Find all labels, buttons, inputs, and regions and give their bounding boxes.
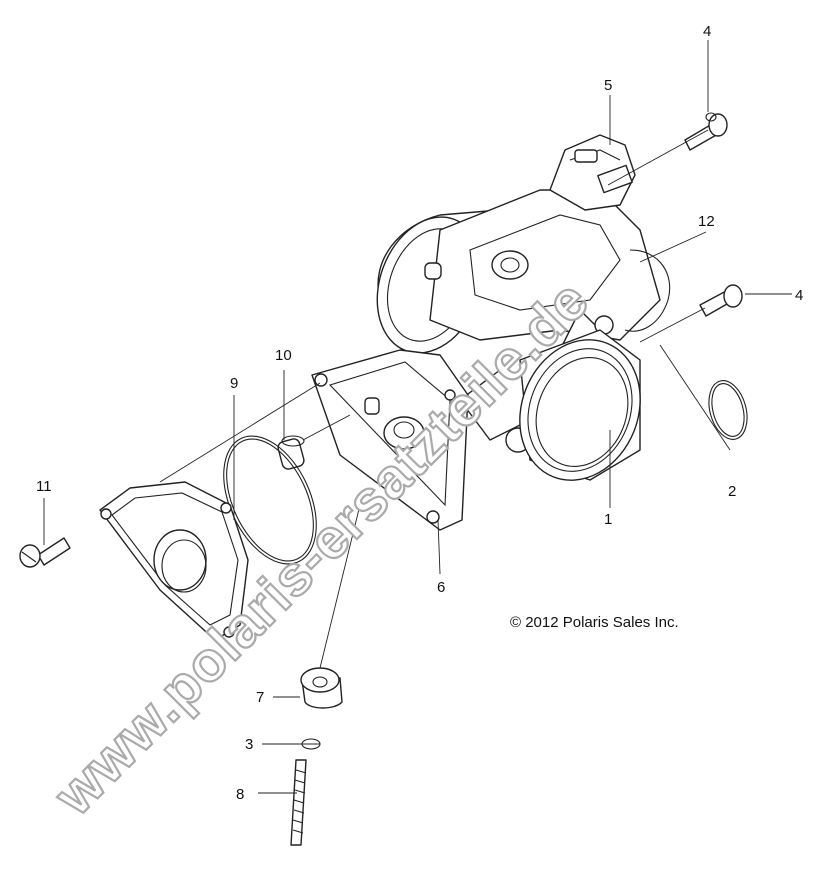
screw-part-11 xyxy=(19,537,71,568)
leader-lines xyxy=(43,40,792,794)
callout-7: 7 xyxy=(256,689,264,706)
cover-plate xyxy=(99,481,249,641)
callout-4-right: 4 xyxy=(795,287,803,304)
callout-11: 11 xyxy=(36,478,52,495)
callout-1: 1 xyxy=(604,511,612,528)
sleeve-part-7 xyxy=(300,667,343,709)
callout-4-upper: 4 xyxy=(703,23,711,40)
callout-2: 2 xyxy=(728,483,736,500)
cover-housing-part-6 xyxy=(311,349,469,531)
stud-part-8 xyxy=(290,759,307,846)
callout-5: 5 xyxy=(604,77,612,94)
callout-8: 8 xyxy=(236,786,244,803)
o-ring-part-2 xyxy=(708,380,748,440)
callout-labels: 1 2 3 4 4 5 6 7 8 9 10 11 12 xyxy=(36,23,803,803)
callout-12: 12 xyxy=(698,213,715,230)
flange-gasket-part-12 xyxy=(624,249,671,332)
watermark-text: www.polaris-ersatzteile.de xyxy=(41,268,601,828)
screw-part-4-right xyxy=(699,284,743,317)
callout-10: 10 xyxy=(275,347,292,364)
copyright-notice: © 2012 Polaris Sales Inc. xyxy=(510,614,679,631)
screw-part-4-upper xyxy=(684,112,728,151)
plug-part-10 xyxy=(277,435,305,470)
callout-6: 6 xyxy=(437,579,445,596)
callout-9: 9 xyxy=(230,375,238,392)
callout-3: 3 xyxy=(245,736,253,753)
